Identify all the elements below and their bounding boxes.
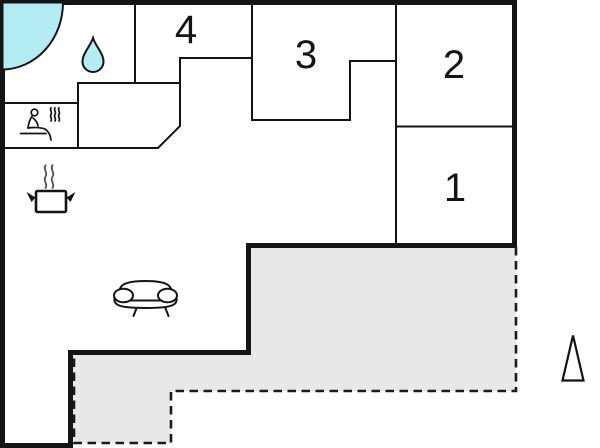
terrace-fill [73,247,516,443]
room-label-4: 4 [175,8,197,52]
pot-handle-left [26,192,36,202]
pot-steam-2 [50,164,55,189]
sauna-steam-3 [57,106,61,122]
wall-hall-bottom-chamfer [0,57,253,149]
sauna-person-torso [27,114,34,129]
pot-body [34,189,68,214]
sauna-person-arm [32,117,39,127]
sofa-icon [113,279,178,317]
terrace-area [72,247,518,445]
sauna-icon [19,106,61,141]
pot-handle-right [66,192,76,202]
sauna-person-head [30,108,39,117]
bathtub-icon [1,1,65,71]
room-label-3: 3 [295,33,317,77]
wall-room3-outline [251,0,397,121]
sauna-person-leg [27,126,52,141]
exterior-walls [0,0,517,448]
north-arrow-icon [561,335,585,382]
terrace-dashed-outline [72,247,518,445]
sofa-armrest-left [113,287,134,304]
room-label-2: 2 [443,43,465,87]
wall-sauna-right-and-hall-top [77,82,181,149]
sauna-steam-1 [49,106,53,122]
room-label-1: 1 [444,166,466,210]
sofa-armrest-right [157,287,178,304]
water-drop-icon [81,34,105,73]
pot-steam-1 [43,164,48,189]
cooking-pot-icon [26,164,76,214]
sauna-steam-2 [53,106,57,122]
interior-walls [0,0,514,246]
